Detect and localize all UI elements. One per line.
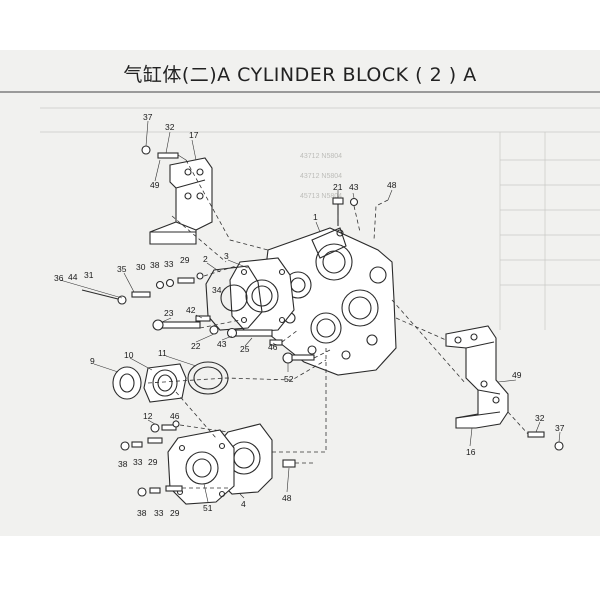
callout-48-top: 48 [387,180,397,190]
callout-31: 31 [84,270,94,280]
callout-23: 23 [164,308,174,318]
callout-48-low: 48 [282,493,292,503]
callout-9: 9 [90,356,95,366]
callout-10: 10 [124,350,134,360]
callout-38-low: 38 [118,459,128,469]
leader-lines [59,120,561,503]
callout-25: 25 [240,344,250,354]
seal-housing-10 [143,363,187,403]
callout-42: 42 [186,305,196,315]
callout-4: 4 [241,499,246,509]
callout-1: 1 [313,212,318,222]
gasket-11 [187,361,229,395]
svg-text:43712 N5804: 43712 N5804 [300,173,342,180]
bleed-through-table: 43712 N5804 43712 N5804 45713 N5804 [40,107,600,330]
cover-plate-3 [229,257,295,333]
callout-38-mid: 38 [150,260,160,270]
callout-35: 35 [117,264,127,274]
callout-34: 34 [212,285,222,295]
support-bracket-16 [445,325,509,429]
callout-46-low: 46 [170,411,180,421]
callout-36: 36 [54,273,64,283]
callout-29-mid: 29 [180,255,190,265]
callout-11: 11 [158,348,167,358]
page-title: 气缸体(二)A CYLINDER BLOCK ( 2 ) A [123,64,477,86]
callout-38-bottom: 38 [137,508,147,518]
svg-text:45713 N5804: 45713 N5804 [300,193,342,200]
callout-37-right: 37 [555,423,565,433]
callout-33-bottom: 33 [154,508,164,518]
callout-29-bottom: 29 [170,508,180,518]
bolt-21-43 [332,197,359,226]
callout-32-top: 32 [165,122,175,132]
callout-32-right: 32 [535,413,545,423]
bolt-37-32-top [141,145,187,161]
callout-49-top: 49 [150,180,160,190]
callout-46-mid: 46 [268,342,278,352]
svg-text:43712 N5804: 43712 N5804 [300,153,342,160]
callout-12: 12 [143,411,153,421]
callout-33-low: 33 [133,457,143,467]
callout-21: 21 [333,182,343,192]
callout-17: 17 [189,130,199,140]
callout-33-mid: 33 [164,259,174,269]
callout-29-low: 29 [148,457,158,467]
callout-22: 22 [191,341,201,351]
oil-seal-9 [112,366,142,400]
bolt-row-upper [81,272,204,305]
cover-plate-51 [167,429,235,505]
callout-37-top: 37 [143,112,153,122]
assembly-lines [147,159,529,489]
callout-2: 2 [203,254,208,264]
callout-43-top: 43 [349,182,359,192]
callout-16: 16 [466,447,476,457]
callout-3: 3 [224,251,229,261]
callout-43-mid: 43 [217,339,227,349]
bolt-group-lower-1 [120,420,180,451]
dowel-48-lower [282,459,296,468]
callout-44: 44 [68,272,78,282]
bolt-37-32-right [527,431,564,451]
callout-30: 30 [136,262,146,272]
bolt-52 [282,352,315,364]
gasket-2 [205,265,263,331]
callout-49-right: 49 [512,370,522,380]
callout-51: 51 [203,503,213,513]
bolt-group-lower-2 [137,485,183,497]
callout-labels: 37 32 17 49 21 43 48 1 3 2 29 33 38 30 3… [54,112,565,518]
support-bracket-17 [149,157,213,245]
bolt-row-middle [152,315,283,346]
callout-52: 52 [284,374,294,384]
